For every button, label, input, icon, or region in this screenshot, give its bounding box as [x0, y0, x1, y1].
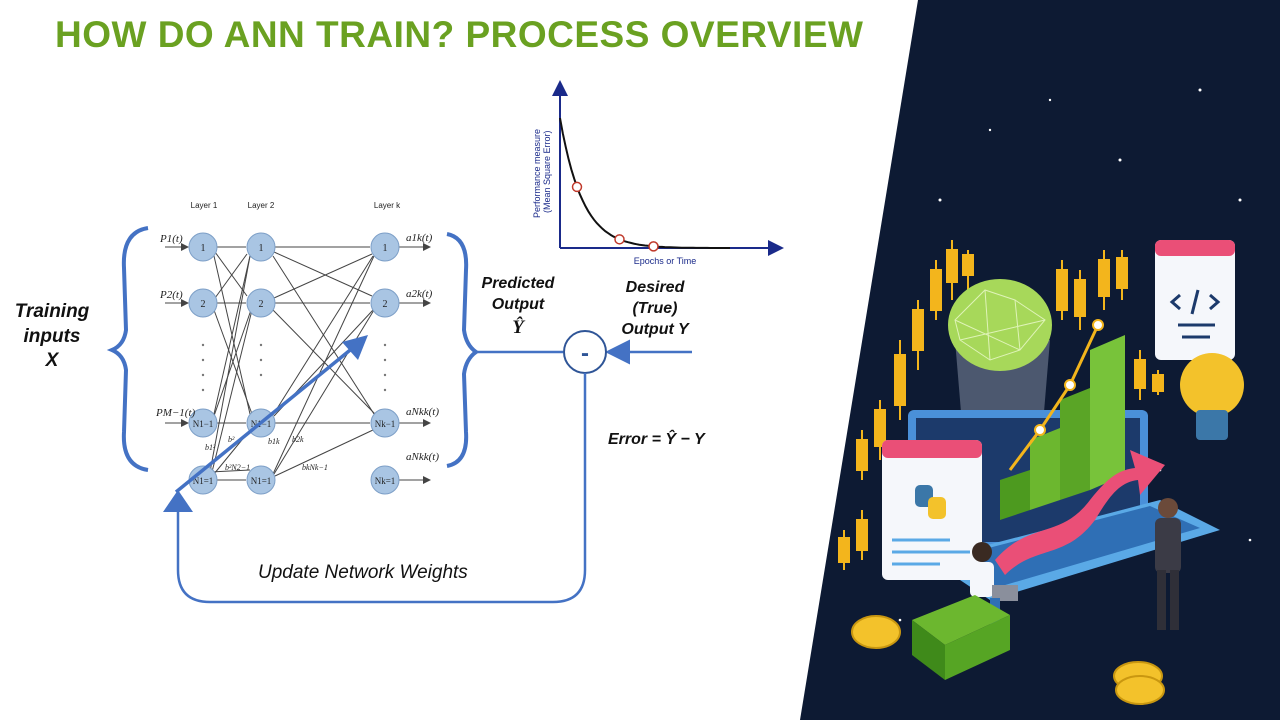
node-label: N1=1	[251, 476, 272, 486]
node-label: 2	[383, 299, 388, 310]
layer-label-1: Layer 1	[191, 201, 218, 210]
python-logo-icon	[915, 485, 946, 519]
page-title: HOW DO ANN TRAIN? PROCESS OVERVIEW	[55, 14, 864, 55]
chart-y-label: Performance measure (Mean Square Error)	[532, 126, 552, 218]
chart-y-label-line2: (Mean Square Error)	[542, 130, 552, 213]
node-label: Nk=1	[375, 476, 396, 486]
output-arrows	[399, 243, 431, 484]
desired-output-label: Desired (True) Output Y	[608, 278, 702, 340]
mse-curve	[559, 117, 730, 249]
growth-arrow-icon	[995, 450, 1165, 575]
node-lk-b	[370, 465, 400, 495]
green-bar-chart	[1000, 335, 1125, 520]
output-label: a1k(t)	[406, 232, 433, 244]
predicted-line1: Predicted	[481, 275, 555, 292]
trend-points	[1034, 319, 1104, 436]
output-label: a2k(t)	[406, 288, 433, 300]
node-label: 1	[259, 243, 264, 254]
predicted-line2: Output	[491, 295, 545, 313]
training-inputs-label: Training inputs X	[0, 300, 104, 374]
mse-markers	[571, 181, 659, 252]
output-label: aNkk(t)	[406, 406, 439, 418]
node-label: Nk−1	[375, 419, 396, 429]
right-brace	[446, 232, 480, 468]
error-formula: Error = Ŷ − Y	[608, 431, 705, 448]
layer-label-2: Layer 2	[248, 201, 275, 210]
weight-update-diagonal-arrow	[174, 340, 362, 494]
mse-chart: Epochs or Time Performance measure (Mean…	[532, 80, 784, 266]
node-lk-2	[370, 288, 400, 318]
node-l2-b	[246, 465, 276, 495]
weight-label: b1²	[205, 443, 216, 452]
candlestick-chart	[838, 240, 1164, 570]
input-label: PM−1(t)	[155, 407, 196, 419]
desired-line2: (True)	[632, 299, 678, 317]
mse-marker-point	[571, 181, 583, 193]
node-lk-1	[370, 232, 400, 262]
network-connections	[209, 246, 376, 481]
weight-label: b1k	[268, 437, 280, 446]
mse-marker-point	[648, 241, 659, 252]
training-line1: Training	[14, 301, 90, 322]
desired-line3: Output Y	[621, 320, 689, 338]
input-label: P2(t)	[159, 289, 183, 301]
weight-label: b²	[228, 435, 235, 444]
update-weights-label: Update Network Weights	[258, 562, 468, 583]
chart-y-label-line1: Performance measure	[532, 129, 542, 218]
predicted-symbol: Ŷ	[512, 316, 524, 338]
training-line2: inputs	[23, 325, 81, 347]
minus-sign: -	[581, 340, 589, 367]
python-code-lines	[892, 538, 970, 566]
chart-x-label: Epochs or Time	[634, 256, 697, 266]
feedback-arrow-head	[163, 490, 193, 512]
output-label: aNkk(t)	[406, 451, 439, 463]
layer-label-k: Layer k	[374, 201, 401, 210]
predicted-output-label: Predicted Output Ŷ	[468, 274, 568, 340]
node-label: 1	[201, 243, 206, 254]
node-label: 2	[259, 299, 264, 310]
brain-globe-icon	[948, 279, 1052, 371]
node-label: N1=1	[193, 476, 214, 486]
mse-marker-point	[614, 234, 625, 245]
input-arrows	[165, 243, 189, 427]
input-label: P1(t)	[159, 233, 183, 245]
brain-mesh	[954, 289, 1046, 361]
ellipsis-dots	[201, 343, 387, 392]
node-l1-2	[188, 288, 218, 318]
lightbulb-icon	[1180, 353, 1244, 417]
trend-line	[1008, 324, 1100, 471]
code-icon	[1169, 289, 1221, 339]
training-line3: X	[45, 350, 59, 372]
node-l2-2	[246, 288, 276, 318]
node-l1-1	[188, 232, 218, 262]
diagonal-arrow-head	[342, 335, 368, 360]
weight-label: b²N2−1	[225, 463, 250, 472]
node-l1-n	[188, 408, 218, 438]
node-l2-1	[246, 232, 276, 262]
node-label: N1−1	[193, 419, 214, 429]
network-nodes	[188, 232, 400, 495]
coin-icon	[851, 615, 1165, 705]
node-lk-n	[370, 408, 400, 438]
desired-line1: Desired	[625, 279, 685, 296]
weight-label: bkNk−1	[302, 463, 328, 472]
feedback-loop-line	[176, 373, 587, 604]
node-label: 2	[201, 299, 206, 310]
node-label: 1	[383, 243, 388, 254]
person-standing	[1155, 498, 1181, 630]
weight-label: b2k	[292, 435, 304, 444]
money-stack-icon	[912, 595, 1010, 680]
left-brace	[106, 226, 149, 472]
